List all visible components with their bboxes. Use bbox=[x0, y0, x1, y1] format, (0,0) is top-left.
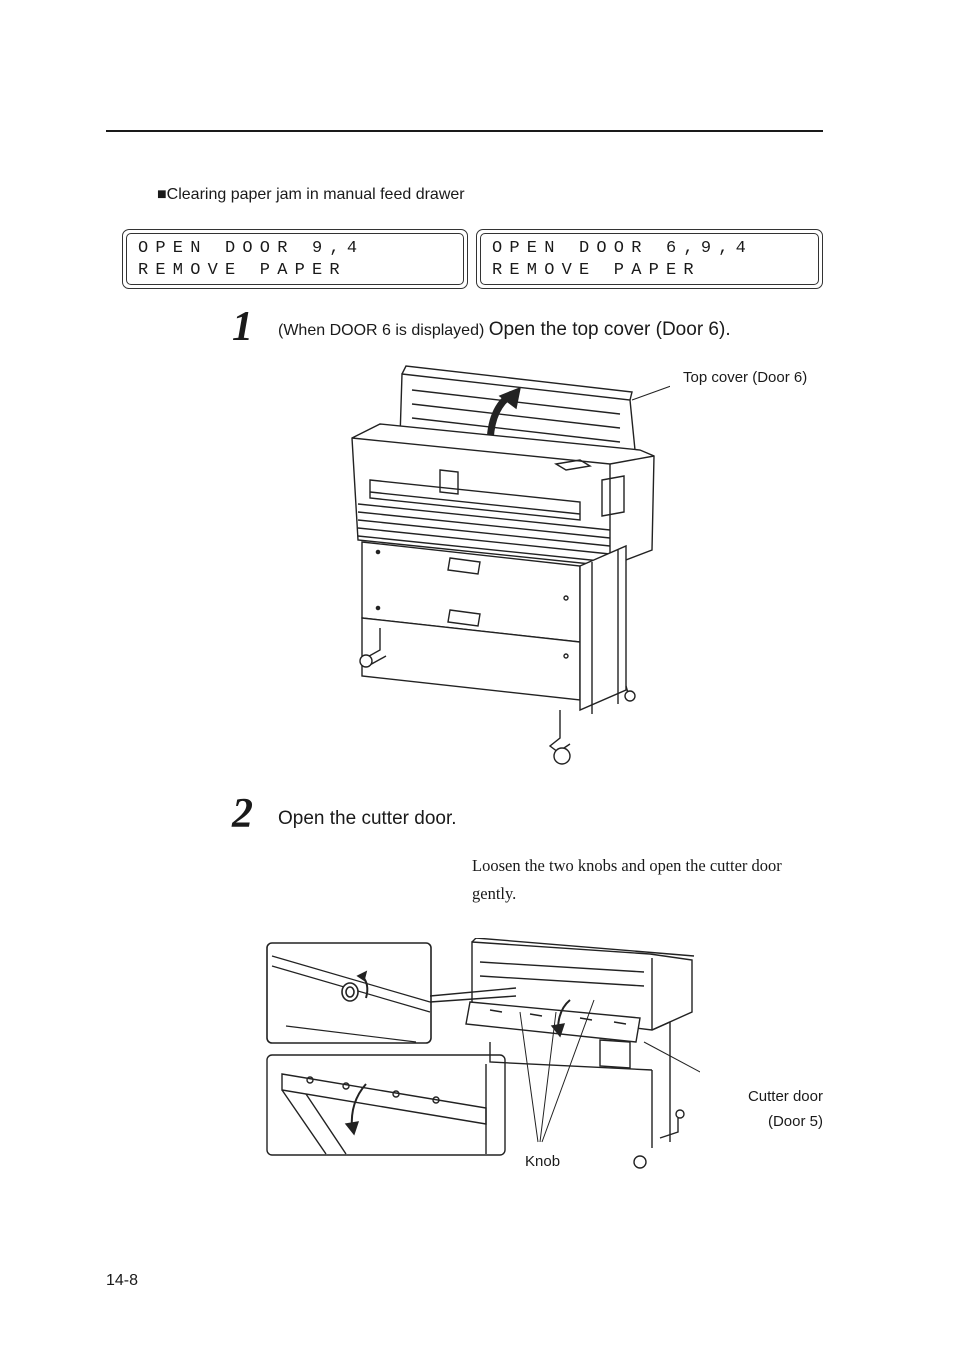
step-2-note: Loosen the two knobs and open the cutter… bbox=[472, 856, 782, 903]
page-number: 14-8 bbox=[106, 1272, 139, 1289]
callout-cutter-door-line1: Cutter door bbox=[747, 1088, 823, 1105]
lcd-line-2: REMOVE PAPER bbox=[138, 261, 347, 280]
section-title: ■Clearing paper jam in manual feed drawe… bbox=[157, 186, 465, 203]
header-rule bbox=[106, 130, 823, 132]
callout-cutter-door-line2: (Door 5) bbox=[767, 1113, 823, 1130]
callout-cutter-door: Cutter door (Door 5) bbox=[739, 1088, 823, 1130]
step-2-text: Open the cutter door. bbox=[278, 808, 457, 829]
callout-knob: Knob bbox=[525, 1153, 561, 1170]
lcd-line-2: REMOVE PAPER bbox=[492, 261, 701, 280]
callout-top-cover: Top cover (Door 6) bbox=[683, 369, 808, 386]
step-1-text: Open the top cover (Door 6). bbox=[488, 319, 731, 340]
lcd-panel-door-9-4: OPEN DOOR 9,4 REMOVE PAPER bbox=[122, 229, 468, 289]
lcd-line-1: OPEN DOOR 9,4 bbox=[138, 239, 365, 258]
printer-top-cover-open-illustration bbox=[351, 365, 670, 765]
knob-detail-inset bbox=[266, 942, 432, 1044]
printer-cutter-door-illustration bbox=[430, 938, 700, 1169]
step-1-prefix: (When DOOR 6 is displayed) bbox=[278, 322, 485, 339]
step-1-number: 1 bbox=[232, 304, 253, 350]
lcd-line-1: OPEN DOOR 6,9,4 bbox=[492, 239, 754, 258]
step-1-heading: (When DOOR 6 is displayed) Open the top … bbox=[278, 319, 731, 341]
cutter-door-detail-inset bbox=[266, 1054, 506, 1156]
step-2-number: 2 bbox=[232, 791, 253, 837]
lcd-panel-door-6-9-4: OPEN DOOR 6,9,4 REMOVE PAPER bbox=[476, 229, 823, 289]
